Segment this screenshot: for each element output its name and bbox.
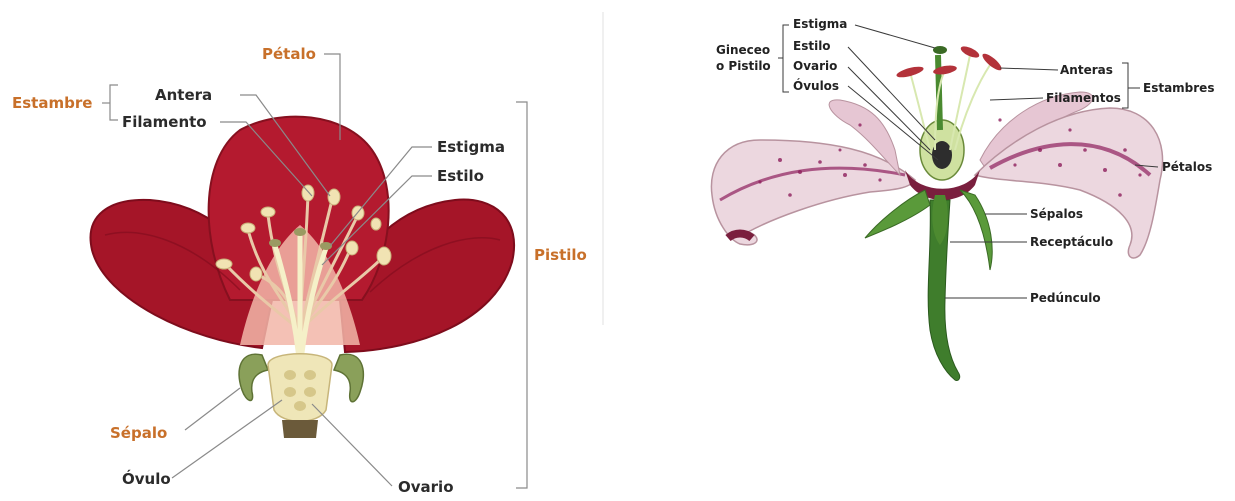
label-r-gineceo-1: Gineceo (716, 43, 770, 57)
right-sepal-right (960, 190, 992, 270)
left-ovary (268, 354, 332, 422)
label-filamento: Filamento (122, 113, 207, 131)
label-ovario: Ovario (398, 478, 454, 496)
label-pistilo: Pistilo (534, 246, 587, 264)
label-r-estambres: Estambres (1143, 81, 1214, 95)
label-estilo: Estilo (437, 167, 484, 185)
label-sepalo: Sépalo (110, 424, 167, 442)
label-r-ovario: Ovario (793, 59, 837, 73)
label-petalo: Pétalo (262, 45, 316, 63)
left-flower-illustration (91, 117, 515, 438)
label-estambre: Estambre (12, 94, 92, 112)
label-r-petalos: Pétalos (1162, 160, 1212, 174)
label-r-anteras: Anteras (1060, 63, 1113, 77)
label-r-gineceo-2: o Pistilo (716, 59, 771, 73)
label-r-pedunculo: Pedúnculo (1030, 291, 1101, 305)
label-r-receptaculo: Receptáculo (1030, 235, 1113, 249)
left-sepal-left (239, 354, 268, 400)
label-r-estilo: Estilo (793, 39, 831, 53)
label-r-sepalos: Sépalos (1030, 207, 1083, 221)
label-estigma: Estigma (437, 138, 505, 156)
label-r-filamentos: Filamentos (1046, 91, 1121, 105)
label-ovulo: Óvulo (122, 469, 171, 488)
left-sepal-right (334, 354, 363, 402)
right-sepal-left (865, 190, 930, 238)
label-r-ovulos: Óvulos (793, 78, 839, 93)
label-antera: Antera (155, 86, 212, 104)
label-r-estigma: Estigma (793, 17, 847, 31)
